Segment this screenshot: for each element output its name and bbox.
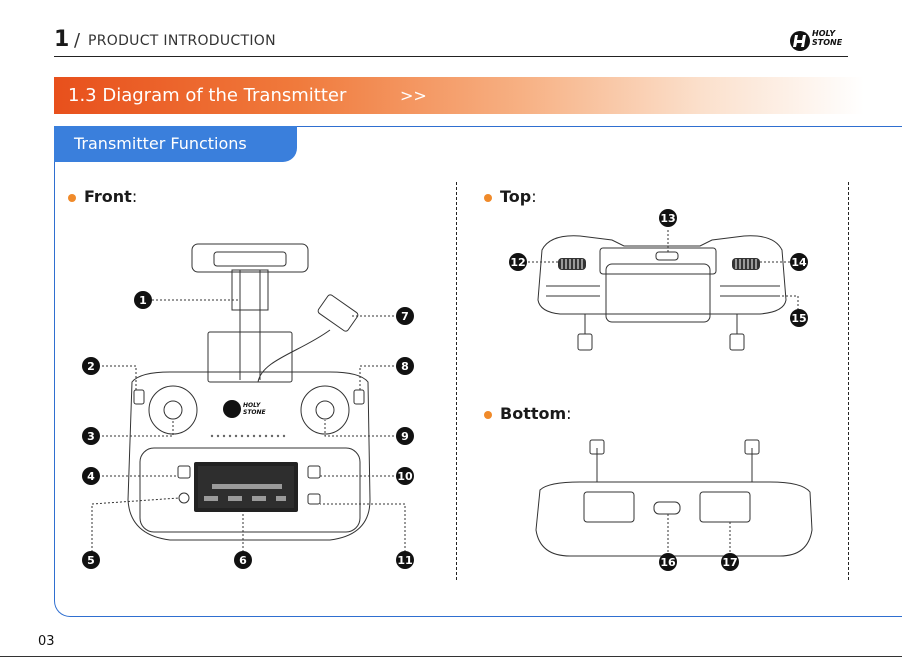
left-slot	[584, 492, 634, 522]
phone-holder-clamp	[192, 244, 308, 272]
callout-14: 14	[791, 256, 807, 269]
callout-12: 12	[510, 256, 525, 269]
callout-2: 2	[87, 360, 95, 373]
device-logo-icon	[223, 400, 241, 418]
callout-1: 1	[139, 294, 147, 307]
power-button-5	[179, 493, 189, 503]
phone-holder-top	[606, 264, 710, 322]
callout-3: 3	[87, 430, 95, 443]
callout-7: 7	[401, 310, 409, 323]
callout-17: 17	[722, 556, 737, 569]
button-4	[178, 466, 190, 478]
callout-6: 6	[239, 554, 247, 567]
footer-rule	[0, 656, 902, 657]
transmitter-body-bottom	[536, 482, 812, 556]
callout-15: 15	[791, 312, 806, 325]
right-stick	[301, 386, 349, 434]
transmitter-body-front	[128, 372, 370, 540]
page-number: 03	[38, 634, 55, 650]
callout-5: 5	[87, 554, 95, 567]
callout-9: 9	[401, 430, 409, 443]
callout-13: 13	[660, 212, 675, 225]
callout-4: 4	[87, 470, 95, 483]
button-8	[354, 390, 364, 404]
button-2	[134, 390, 144, 404]
device-brand-text: HOLY	[243, 402, 261, 409]
button-11	[308, 494, 320, 504]
usb-port-16	[654, 502, 680, 514]
callout-16: 16	[660, 556, 676, 569]
usb-port-13	[656, 252, 678, 260]
usb-cable-connector	[317, 294, 359, 333]
device-brand-text-2: STONE	[243, 409, 267, 416]
callout-10: 10	[397, 470, 413, 483]
charging-port-17	[700, 492, 750, 522]
button-10	[308, 466, 320, 478]
callout-8: 8	[401, 360, 409, 373]
callout-11: 11	[397, 554, 412, 567]
